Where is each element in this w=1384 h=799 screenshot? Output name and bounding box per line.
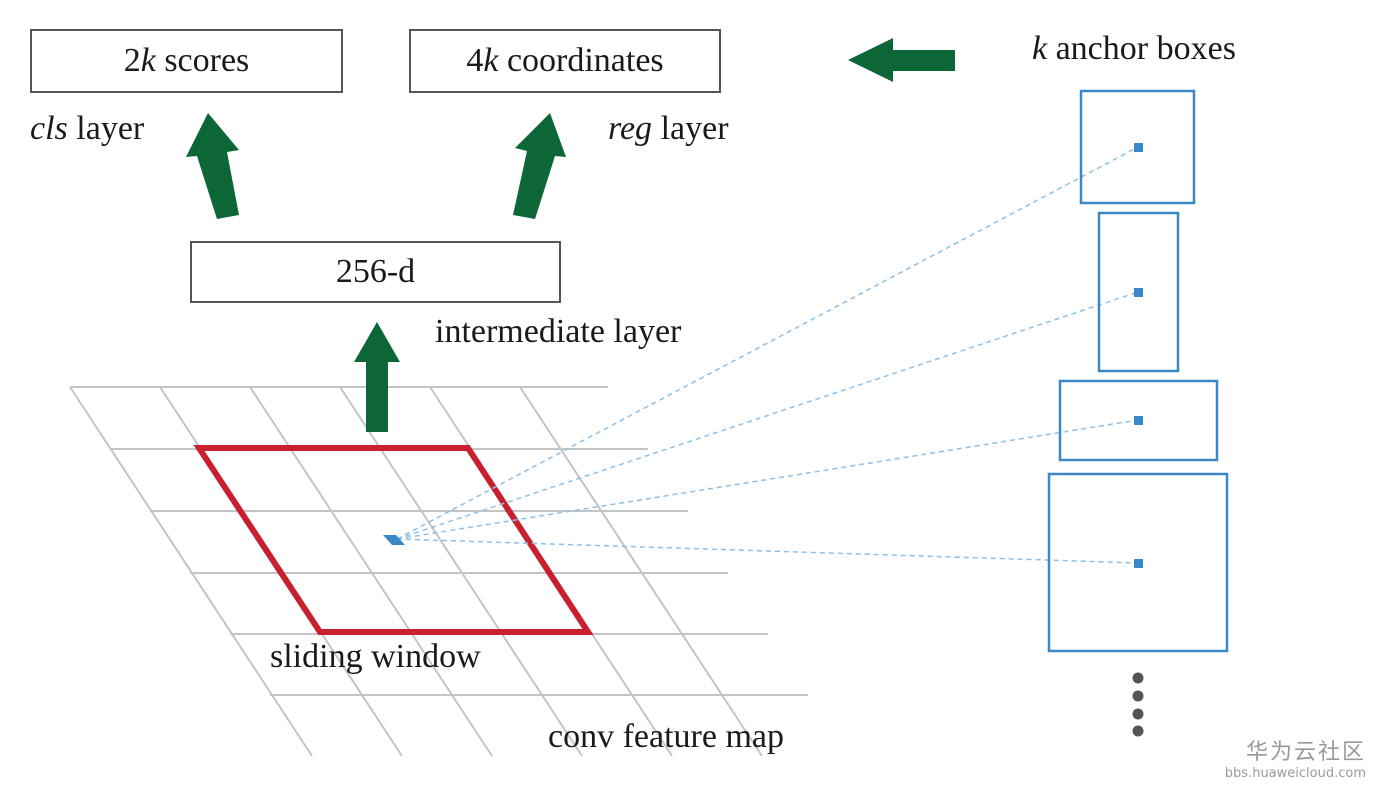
reg-layer-text: layer <box>652 110 729 147</box>
cls-layer-text: layer <box>67 110 145 147</box>
cls-layer-italic: cls <box>30 110 68 147</box>
anchor-boxes-italic: k <box>1032 30 1048 67</box>
anchor-connectors <box>396 146 1139 564</box>
anchor-box <box>1058 379 1219 462</box>
intermediate-box: 256-d <box>190 241 561 303</box>
arrow-up-to-reg <box>513 113 566 219</box>
anchor-box <box>1097 211 1180 373</box>
sliding-window-outline <box>193 445 594 635</box>
scores-box-number: 2 <box>123 42 141 79</box>
cls-layer-label: cls layer <box>30 110 144 148</box>
watermark-url: bbs.huaweicloud.com <box>1224 766 1366 781</box>
anchor-centers <box>1134 143 1143 568</box>
feature-map-label: conv feature map <box>548 718 784 755</box>
reg-layer-label: reg layer <box>608 110 729 148</box>
arrow-up-to-intermediate <box>354 322 400 432</box>
intermediate-box-text: 256-d <box>335 253 416 290</box>
flow-arrows <box>186 38 955 432</box>
arrow-up-to-cls <box>186 113 239 219</box>
anchor-box <box>1079 89 1196 205</box>
reg-layer-italic: reg <box>608 110 653 147</box>
coordinates-box-k: k <box>483 42 499 79</box>
anchor-boxes <box>1047 89 1229 653</box>
intermediate-layer-label: intermediate layer <box>435 313 682 350</box>
anchor-box <box>1047 472 1229 653</box>
sliding-window-label: sliding window <box>270 638 481 675</box>
scores-box-k: k <box>140 42 156 79</box>
feature-map-grid <box>69 386 808 757</box>
watermark-title: 华为云社区 <box>1245 740 1366 765</box>
watermark: 华为云社区 bbs.huaweicloud.com <box>1225 734 1366 781</box>
anchor-boxes-text: anchor boxes <box>1047 30 1236 67</box>
arrow-left-from-anchors <box>848 38 955 82</box>
window-center-point <box>383 535 405 545</box>
coordinates-box-text: coordinates <box>498 42 664 79</box>
anchor-boxes-label: k anchor boxes <box>1032 30 1236 68</box>
coordinates-box-number: 4 <box>466 42 484 79</box>
scores-box-text: scores <box>155 42 250 79</box>
more-anchors-ellipsis <box>1132 672 1144 737</box>
